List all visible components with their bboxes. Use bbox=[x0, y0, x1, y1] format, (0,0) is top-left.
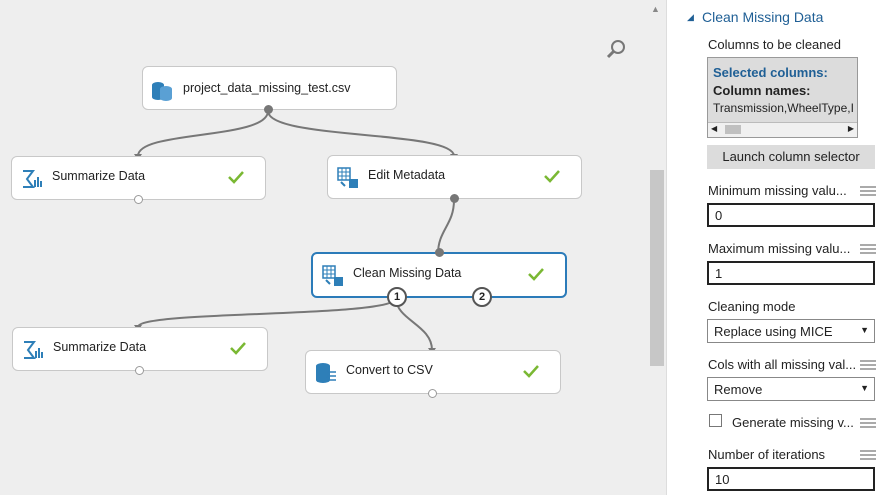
wire-clean-summarize bbox=[137, 297, 397, 328]
scroll-left-arrow[interactable]: ◀ bbox=[711, 124, 718, 133]
node-label: Edit Metadata bbox=[368, 168, 446, 182]
horizontal-scrollbar[interactable]: ◀ ▶ bbox=[708, 122, 857, 137]
scroll-up-arrow[interactable]: ▲ bbox=[651, 4, 660, 14]
selected-columns-box[interactable]: Selected columns: Column names: Transmis… bbox=[707, 57, 858, 138]
columns-label: Columns to be cleaned bbox=[708, 37, 841, 52]
cols-all-missing-value: Remove bbox=[714, 382, 763, 397]
properties-panel: ◢ Clean Missing Data Columns to be clean… bbox=[666, 0, 883, 495]
input-port[interactable] bbox=[435, 248, 444, 257]
node-label: Summarize Data bbox=[53, 340, 147, 354]
database-convert-icon bbox=[316, 363, 336, 383]
clean-missing-data-node[interactable]: Clean Missing Data 1 2 bbox=[311, 248, 567, 307]
output-port[interactable] bbox=[134, 195, 143, 204]
node-label: Summarize Data bbox=[52, 169, 146, 183]
check-icon bbox=[523, 365, 539, 378]
experiment-canvas[interactable]: project_data_missing_test.csv Summarize … bbox=[0, 0, 666, 495]
database-icon bbox=[152, 82, 172, 101]
output-port-1[interactable]: 1 bbox=[387, 287, 407, 307]
launch-column-selector-button[interactable]: Launch column selector bbox=[707, 145, 875, 169]
node-label: project_data_missing_test.csv bbox=[183, 81, 351, 95]
scroll-thumb[interactable] bbox=[725, 125, 741, 134]
min-missing-label: Minimum missing valu... bbox=[708, 183, 847, 198]
column-names-value: Transmission,WheelType,I bbox=[713, 101, 854, 115]
output-port-2[interactable]: 2 bbox=[472, 287, 492, 307]
iterations-label: Number of iterations bbox=[708, 447, 826, 462]
cleaning-mode-select[interactable]: Replace using MICE ▼ bbox=[707, 319, 875, 343]
wire-dataset-edit bbox=[267, 110, 455, 157]
selected-columns-heading: Selected columns: bbox=[713, 65, 828, 80]
min-missing-input[interactable]: 0 bbox=[707, 203, 875, 227]
param-handle-icon[interactable] bbox=[860, 418, 876, 428]
collapse-triangle-icon[interactable]: ◢ bbox=[687, 12, 694, 22]
param-handle-icon[interactable] bbox=[860, 450, 876, 460]
convert-to-csv-node[interactable]: Convert to CSV bbox=[305, 350, 561, 398]
cols-all-missing-select[interactable]: Remove ▼ bbox=[707, 377, 875, 401]
dropdown-arrow-icon: ▼ bbox=[860, 383, 869, 393]
wire-edit-clean bbox=[437, 199, 455, 255]
output-port[interactable] bbox=[264, 105, 273, 114]
scroll-right-arrow[interactable]: ▶ bbox=[847, 124, 854, 133]
table-clean-icon bbox=[322, 265, 343, 286]
table-edit-icon bbox=[337, 167, 358, 188]
node-label: Convert to CSV bbox=[346, 363, 433, 377]
output-port[interactable] bbox=[450, 194, 459, 203]
summarize-data-node[interactable]: Summarize Data bbox=[12, 327, 268, 375]
dropdown-arrow-icon: ▼ bbox=[860, 325, 869, 335]
summarize-data-node[interactable]: Summarize Data bbox=[11, 156, 266, 204]
iterations-input[interactable]: 10 bbox=[707, 467, 875, 491]
param-handle-icon[interactable] bbox=[860, 360, 876, 370]
column-names-label: Column names: bbox=[713, 83, 811, 98]
zoom-icon[interactable] bbox=[605, 38, 627, 60]
wire-dataset-summarize bbox=[137, 110, 269, 157]
output-port[interactable] bbox=[428, 389, 437, 398]
generate-missing-label: Generate missing v... bbox=[732, 415, 854, 430]
node-label: Clean Missing Data bbox=[353, 266, 462, 280]
sigma-chart-icon bbox=[23, 170, 42, 188]
dataset-node[interactable]: project_data_missing_test.csv bbox=[142, 66, 397, 114]
sigma-chart-icon bbox=[24, 341, 43, 359]
max-missing-label: Maximum missing valu... bbox=[708, 241, 851, 256]
generate-missing-checkbox[interactable] bbox=[709, 414, 722, 427]
cleaning-mode-value: Replace using MICE bbox=[714, 324, 833, 339]
param-handle-icon[interactable] bbox=[860, 244, 876, 254]
canvas-scrollbar[interactable] bbox=[650, 170, 664, 366]
cols-all-missing-label: Cols with all missing val... bbox=[708, 357, 857, 372]
output-port[interactable] bbox=[135, 366, 144, 375]
check-icon bbox=[528, 268, 544, 281]
check-icon bbox=[544, 170, 560, 183]
param-handle-icon[interactable] bbox=[860, 186, 876, 196]
panel-title[interactable]: Clean Missing Data bbox=[702, 9, 824, 25]
check-icon bbox=[228, 171, 244, 184]
check-icon bbox=[230, 342, 246, 355]
cleaning-mode-label: Cleaning mode bbox=[708, 299, 796, 314]
max-missing-input[interactable]: 1 bbox=[707, 261, 875, 285]
edit-metadata-node[interactable]: Edit Metadata bbox=[327, 155, 582, 203]
